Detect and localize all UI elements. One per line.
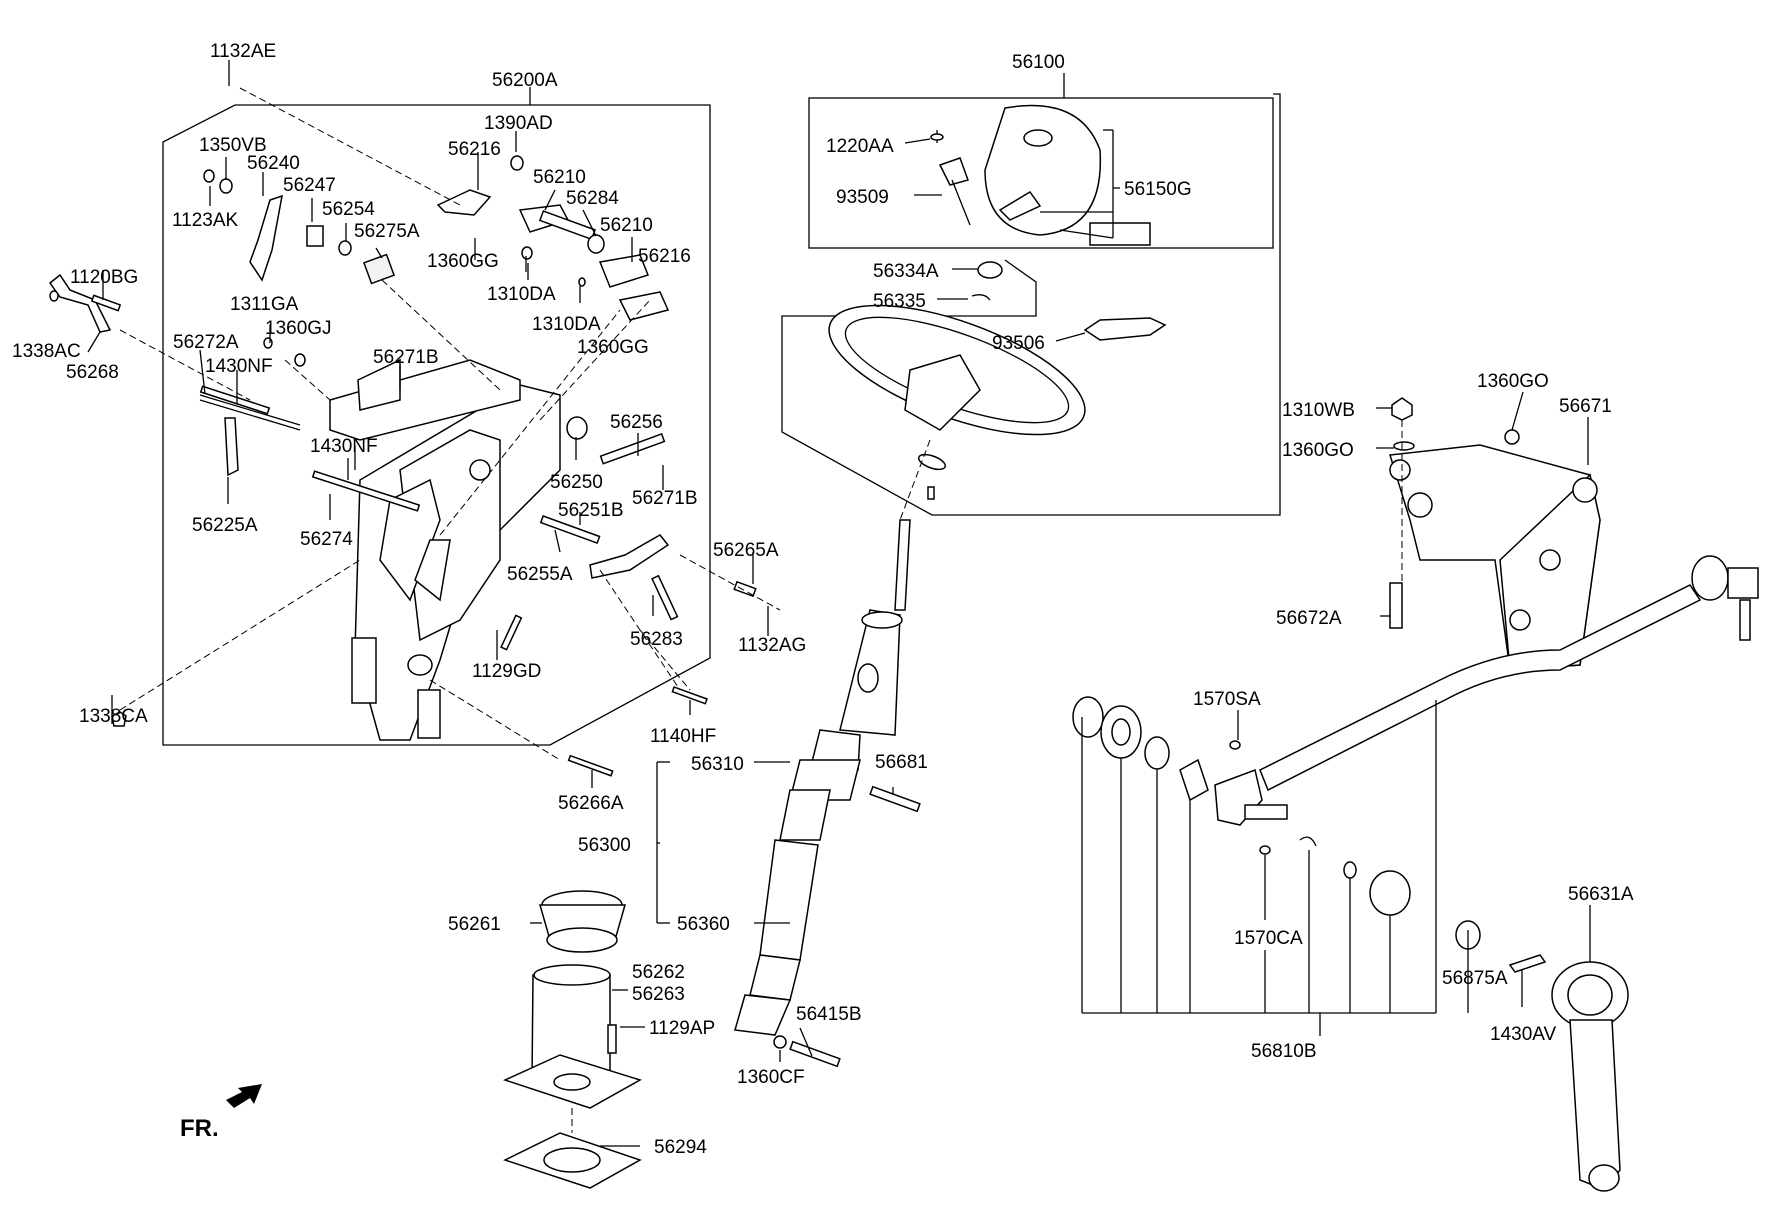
pedal-small-parts (48, 155, 757, 777)
label-1311GA: 1311GA (230, 294, 299, 315)
label-1338CA: 1338CA (79, 706, 148, 727)
label-56216-upper: 56216 (448, 139, 501, 160)
steering-wheel-drawing (828, 261, 1167, 500)
label-1129AP: 1129AP (649, 1018, 715, 1039)
label-1140HF: 1140HF (650, 726, 716, 747)
label-56271B-lower: 56271B (632, 488, 698, 509)
label-1132AE: 1132AE (210, 41, 276, 62)
label-56266A: 56266A (558, 793, 624, 814)
label-1360GG-upper: 1360GG (427, 251, 499, 272)
label-56284: 56284 (566, 188, 619, 209)
label-56263: 56263 (632, 984, 685, 1005)
pedal-guide-lines (119, 87, 781, 761)
label-56672A: 56672A (1276, 608, 1342, 629)
label-56100: 56100 (1012, 52, 1065, 73)
label-56255A: 56255A (507, 564, 573, 585)
label-56261: 56261 (448, 914, 501, 935)
front-arrow-icon (226, 1084, 262, 1108)
label-56240: 56240 (247, 153, 300, 174)
airbag-module-drawing (930, 104, 1151, 246)
label-1430NF-upper: 1430NF (205, 356, 273, 377)
label-1338AC: 1338AC (12, 341, 81, 362)
label-1220AA: 1220AA (826, 136, 894, 157)
steering-column-drawing (734, 439, 931, 1068)
label-1390AD: 1390AD (484, 113, 553, 134)
label-56335: 56335 (873, 291, 926, 312)
label-56250: 56250 (550, 472, 603, 493)
label-1570SA: 1570SA (1193, 689, 1261, 710)
label-1350VB: 1350VB (199, 135, 267, 156)
label-56274: 56274 (300, 529, 353, 550)
label-1430AV: 1430AV (1490, 1024, 1557, 1045)
boot-drawing (502, 890, 642, 1189)
label-1132AG: 1132AG (738, 635, 806, 656)
label-56251B: 56251B (558, 500, 624, 521)
label-56272A: 56272A (173, 332, 239, 353)
label-1430NF-lower: 1430NF (310, 436, 378, 457)
steering-wheel-frame (781, 93, 1281, 516)
mounting-bracket-drawing (1389, 397, 1601, 671)
label-56150G: 56150G (1124, 179, 1192, 200)
label-56310: 56310 (691, 754, 744, 775)
label-56262: 56262 (632, 962, 685, 983)
label-1310DA-lower: 1310DA (532, 314, 601, 335)
label-1310DA-upper: 1310DA (487, 284, 556, 305)
label-56210-upper: 56210 (533, 167, 586, 188)
label-56810B: 56810B (1251, 1041, 1317, 1062)
label-56271B-upper: 56271B (373, 347, 439, 368)
label-1360GG-lower: 1360GG (577, 337, 649, 358)
label-56681: 56681 (875, 752, 928, 773)
pedal-assembly-frame (162, 104, 711, 746)
label-56200A: 56200A (492, 70, 558, 91)
airbag-module-frame (808, 97, 1274, 249)
label-56294: 56294 (654, 1137, 707, 1158)
label-56225A: 56225A (192, 515, 258, 536)
label-56247: 56247 (283, 175, 336, 196)
label-56254: 56254 (322, 199, 375, 220)
label-1360GO-upper: 1360GO (1477, 371, 1549, 392)
label-56415B: 56415B (796, 1004, 862, 1025)
label-56275A: 56275A (354, 221, 420, 242)
label-56216-lower: 56216 (638, 246, 691, 267)
label-1120BG: 1120BG (70, 267, 138, 288)
leader-lines (87, 60, 1591, 1147)
label-56256: 56256 (610, 412, 663, 433)
label-56265A: 56265A (713, 540, 779, 561)
label-56300: 56300 (578, 835, 631, 856)
label-1360GJ: 1360GJ (265, 318, 332, 339)
label-56631A: 56631A (1568, 884, 1634, 905)
label-56875A: 56875A (1442, 968, 1508, 989)
label-56334A: 56334A (873, 261, 939, 282)
front-direction-label: FR. (180, 1115, 219, 1142)
label-56283: 56283 (630, 629, 683, 650)
label-56360: 56360 (677, 914, 730, 935)
label-93509: 93509 (836, 187, 889, 208)
pedal-bracket-drawing (199, 358, 561, 741)
label-56671: 56671 (1559, 396, 1612, 417)
label-1570CA: 1570CA (1234, 928, 1303, 949)
pitman-arm-drawing (1508, 954, 1629, 1192)
drag-link-drawing (1072, 555, 1759, 950)
label-1129GD: 1129GD (472, 661, 541, 682)
label-1310WB: 1310WB (1282, 400, 1355, 421)
label-1123AK: 1123AK (172, 210, 239, 231)
label-1360CF: 1360CF (737, 1067, 805, 1088)
part-labels: 1132AE 56200A 1390AD 1350VB 56240 56216 … (12, 41, 1634, 1158)
label-56210-lower: 56210 (600, 215, 653, 236)
label-1360GO-lower: 1360GO (1282, 440, 1354, 461)
label-93506: 93506 (992, 333, 1045, 354)
label-56268: 56268 (66, 362, 119, 383)
